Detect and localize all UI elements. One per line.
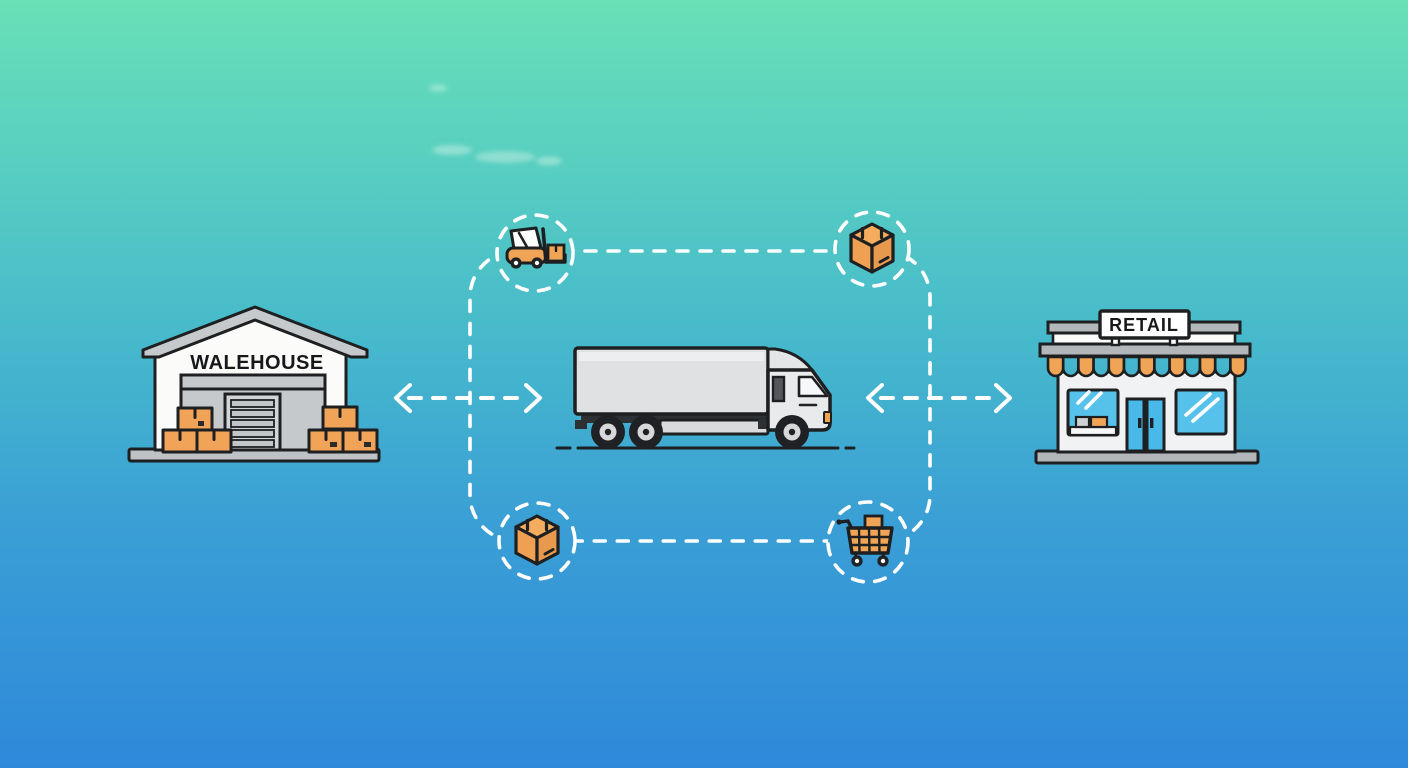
warehouse-boxes-right	[307, 405, 379, 454]
warehouse-building: WALEHOUSE	[127, 305, 381, 463]
cart-wheel	[851, 555, 863, 567]
warehouse-roof	[141, 305, 369, 359]
truck-chassis	[581, 413, 768, 423]
retail-doors	[1125, 397, 1166, 453]
package-box-icon-top	[849, 222, 895, 274]
arrow-warehouse-truck	[394, 383, 542, 413]
retail-sign: RETAIL	[1098, 309, 1191, 347]
truck-side-skirt	[658, 418, 770, 436]
cab-rear-window	[771, 375, 786, 403]
retail-label: RETAIL	[1109, 315, 1179, 335]
retail-window-right	[1174, 388, 1228, 436]
retail-roof-band-main	[1038, 342, 1252, 358]
package-box-icon-bottom	[514, 514, 560, 566]
arrow-truck-retail	[866, 383, 1012, 413]
warehouse-boxes-left	[161, 406, 233, 454]
truck-rear-wheel	[591, 415, 625, 449]
door-handle	[1138, 418, 1142, 428]
door-right	[1145, 397, 1166, 453]
arrowhead-right	[994, 383, 1012, 413]
cab-under-step	[758, 419, 774, 429]
background-artifacts	[429, 84, 562, 166]
truck-front-wheel	[775, 415, 809, 449]
delivery-truck	[555, 346, 856, 450]
warehouse-header-bar	[179, 373, 327, 391]
shopping-cart-icon	[836, 514, 894, 567]
sill-box	[1089, 415, 1109, 429]
sill-box	[1074, 415, 1091, 429]
trailer-top-highlight	[579, 352, 764, 361]
door-left	[1125, 397, 1146, 453]
forklift-wheel	[531, 257, 543, 269]
truck-hitch	[575, 420, 587, 429]
forklift-icon	[505, 226, 567, 269]
warehouse-label: WALEHOUSE	[190, 352, 323, 374]
cab-windshield	[797, 375, 829, 398]
roller-door-slats	[230, 399, 275, 448]
truck-headlight	[823, 411, 832, 424]
retail-window-left	[1066, 388, 1120, 437]
cart-wheel	[877, 555, 889, 567]
retail-awning	[1046, 355, 1247, 378]
arrowhead-left	[866, 383, 884, 413]
retail-store: RETAIL	[1034, 309, 1260, 465]
arrowhead-right	[524, 383, 542, 413]
forklift-wheel	[510, 257, 522, 269]
truck-rear-wheel	[629, 415, 663, 449]
door-handle	[1150, 418, 1154, 428]
arrowhead-left	[394, 383, 412, 413]
